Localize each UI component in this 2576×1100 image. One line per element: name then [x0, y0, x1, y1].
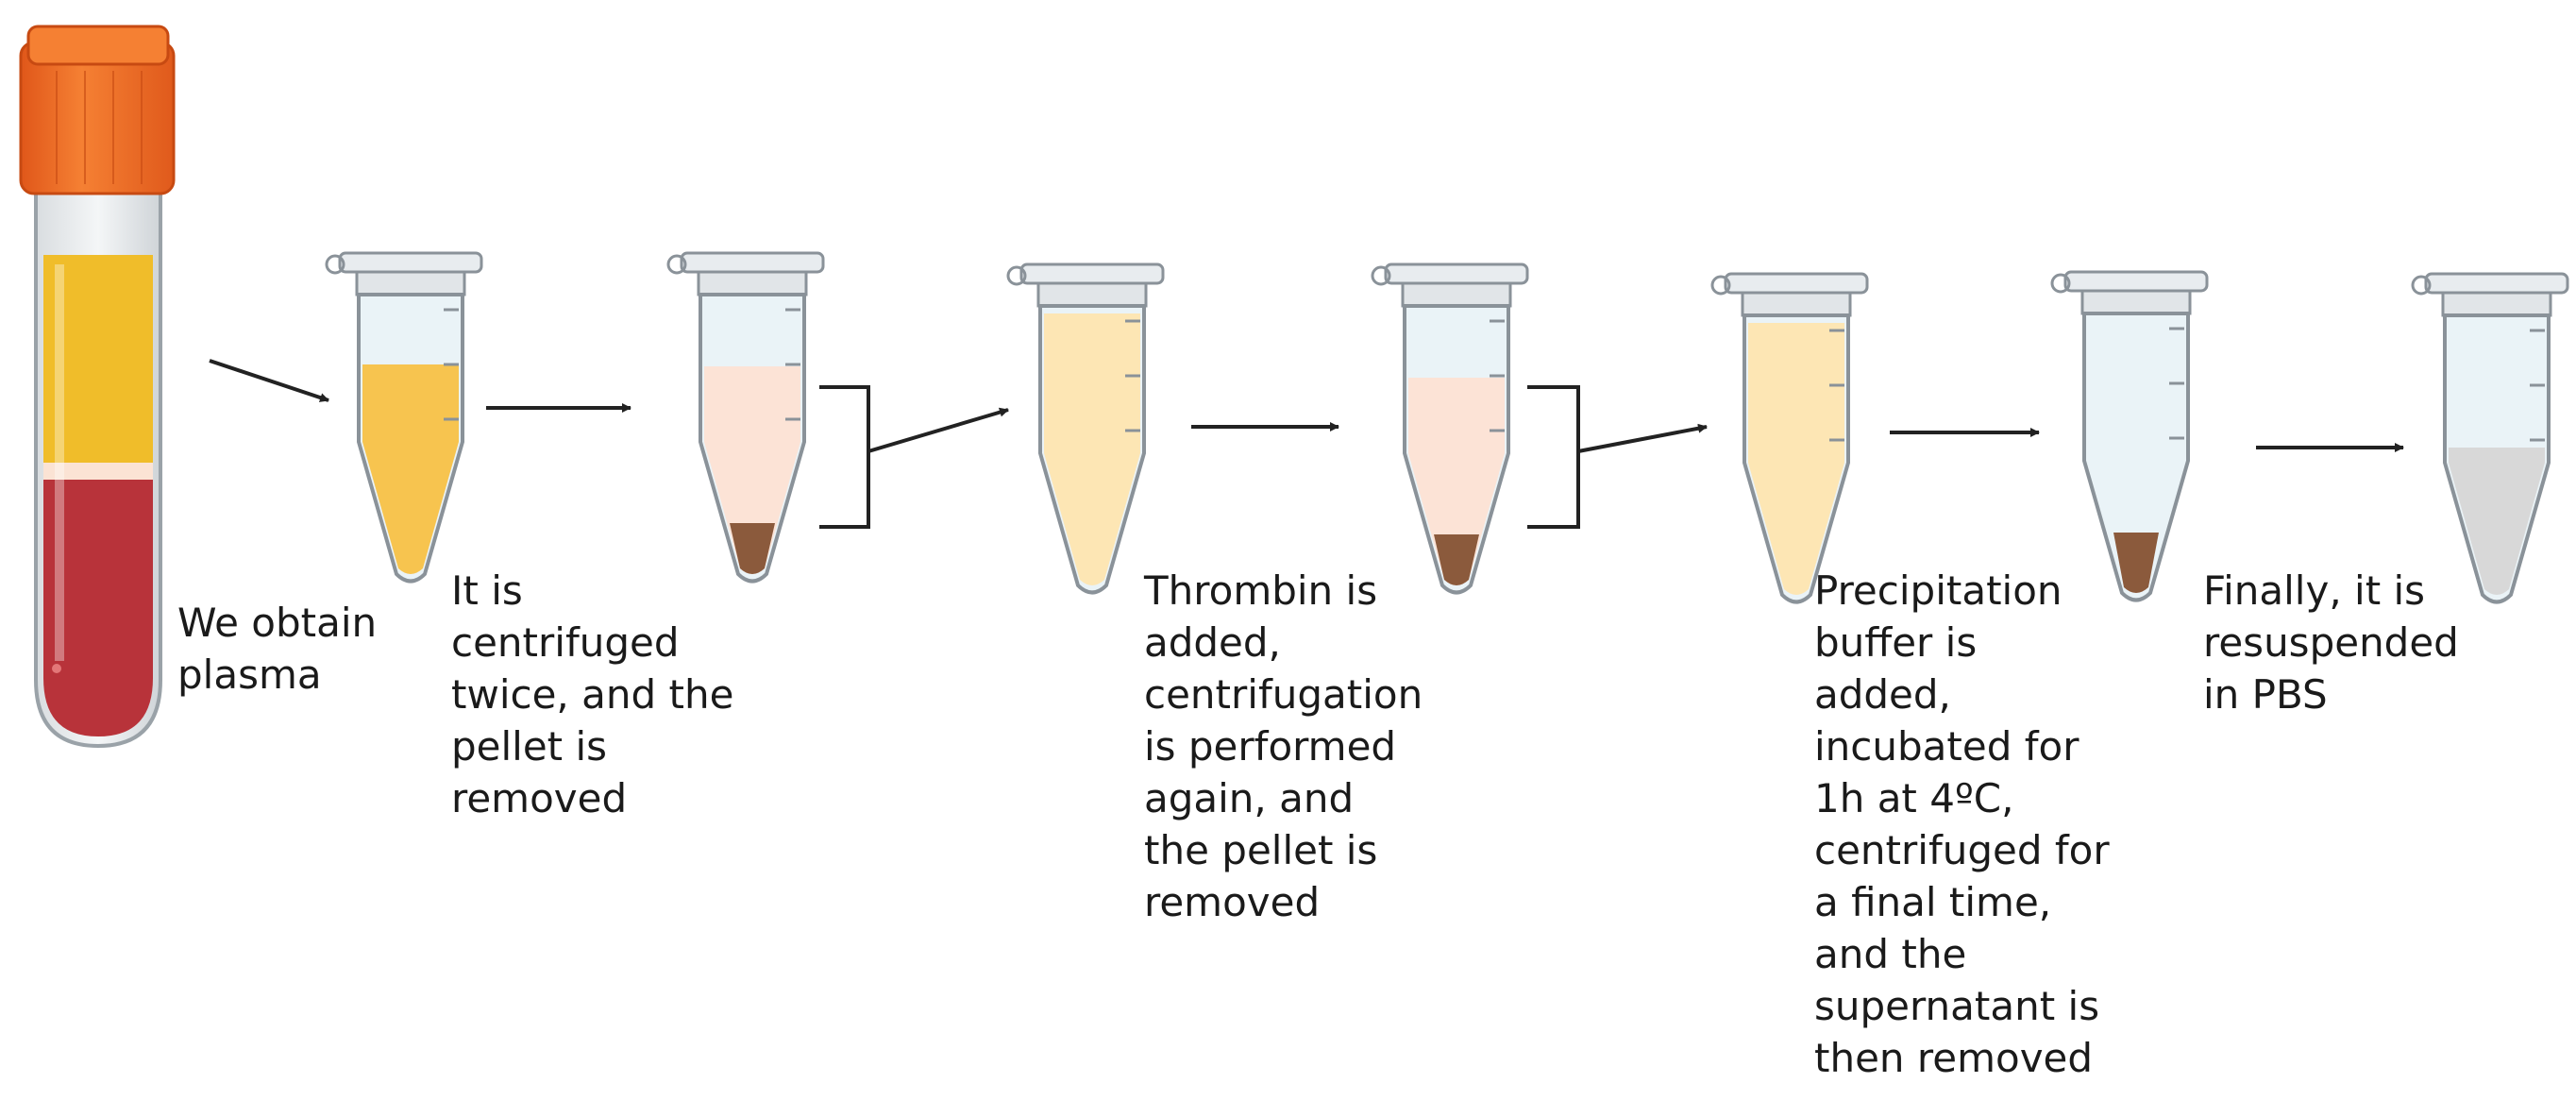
arrow-1	[209, 359, 329, 402]
step-label-centrifuge-twice: It is centrifuged twice, and the pellet …	[451, 567, 734, 821]
bracket-1	[819, 385, 870, 529]
serum-layer	[43, 255, 153, 463]
step-label-thrombin: Thrombin is added, centrifugation is per…	[1144, 567, 1423, 925]
arrow-3	[867, 407, 1009, 453]
microtube-icon	[325, 251, 2569, 604]
flow-arrows	[209, 359, 2404, 529]
bracket-2	[1527, 385, 1580, 529]
step-label-plasma: We obtain plasma	[177, 600, 378, 698]
step-label-resuspend: Finally, it is resuspended in PBS	[2203, 567, 2459, 718]
step-label-precipitation: Precipitation buffer is added, incubated…	[1814, 567, 2110, 1081]
blood-tube-icon	[19, 25, 176, 749]
blood-layer	[43, 480, 153, 736]
arrow-5	[1577, 423, 1708, 453]
buffy-coat-layer	[43, 463, 153, 480]
